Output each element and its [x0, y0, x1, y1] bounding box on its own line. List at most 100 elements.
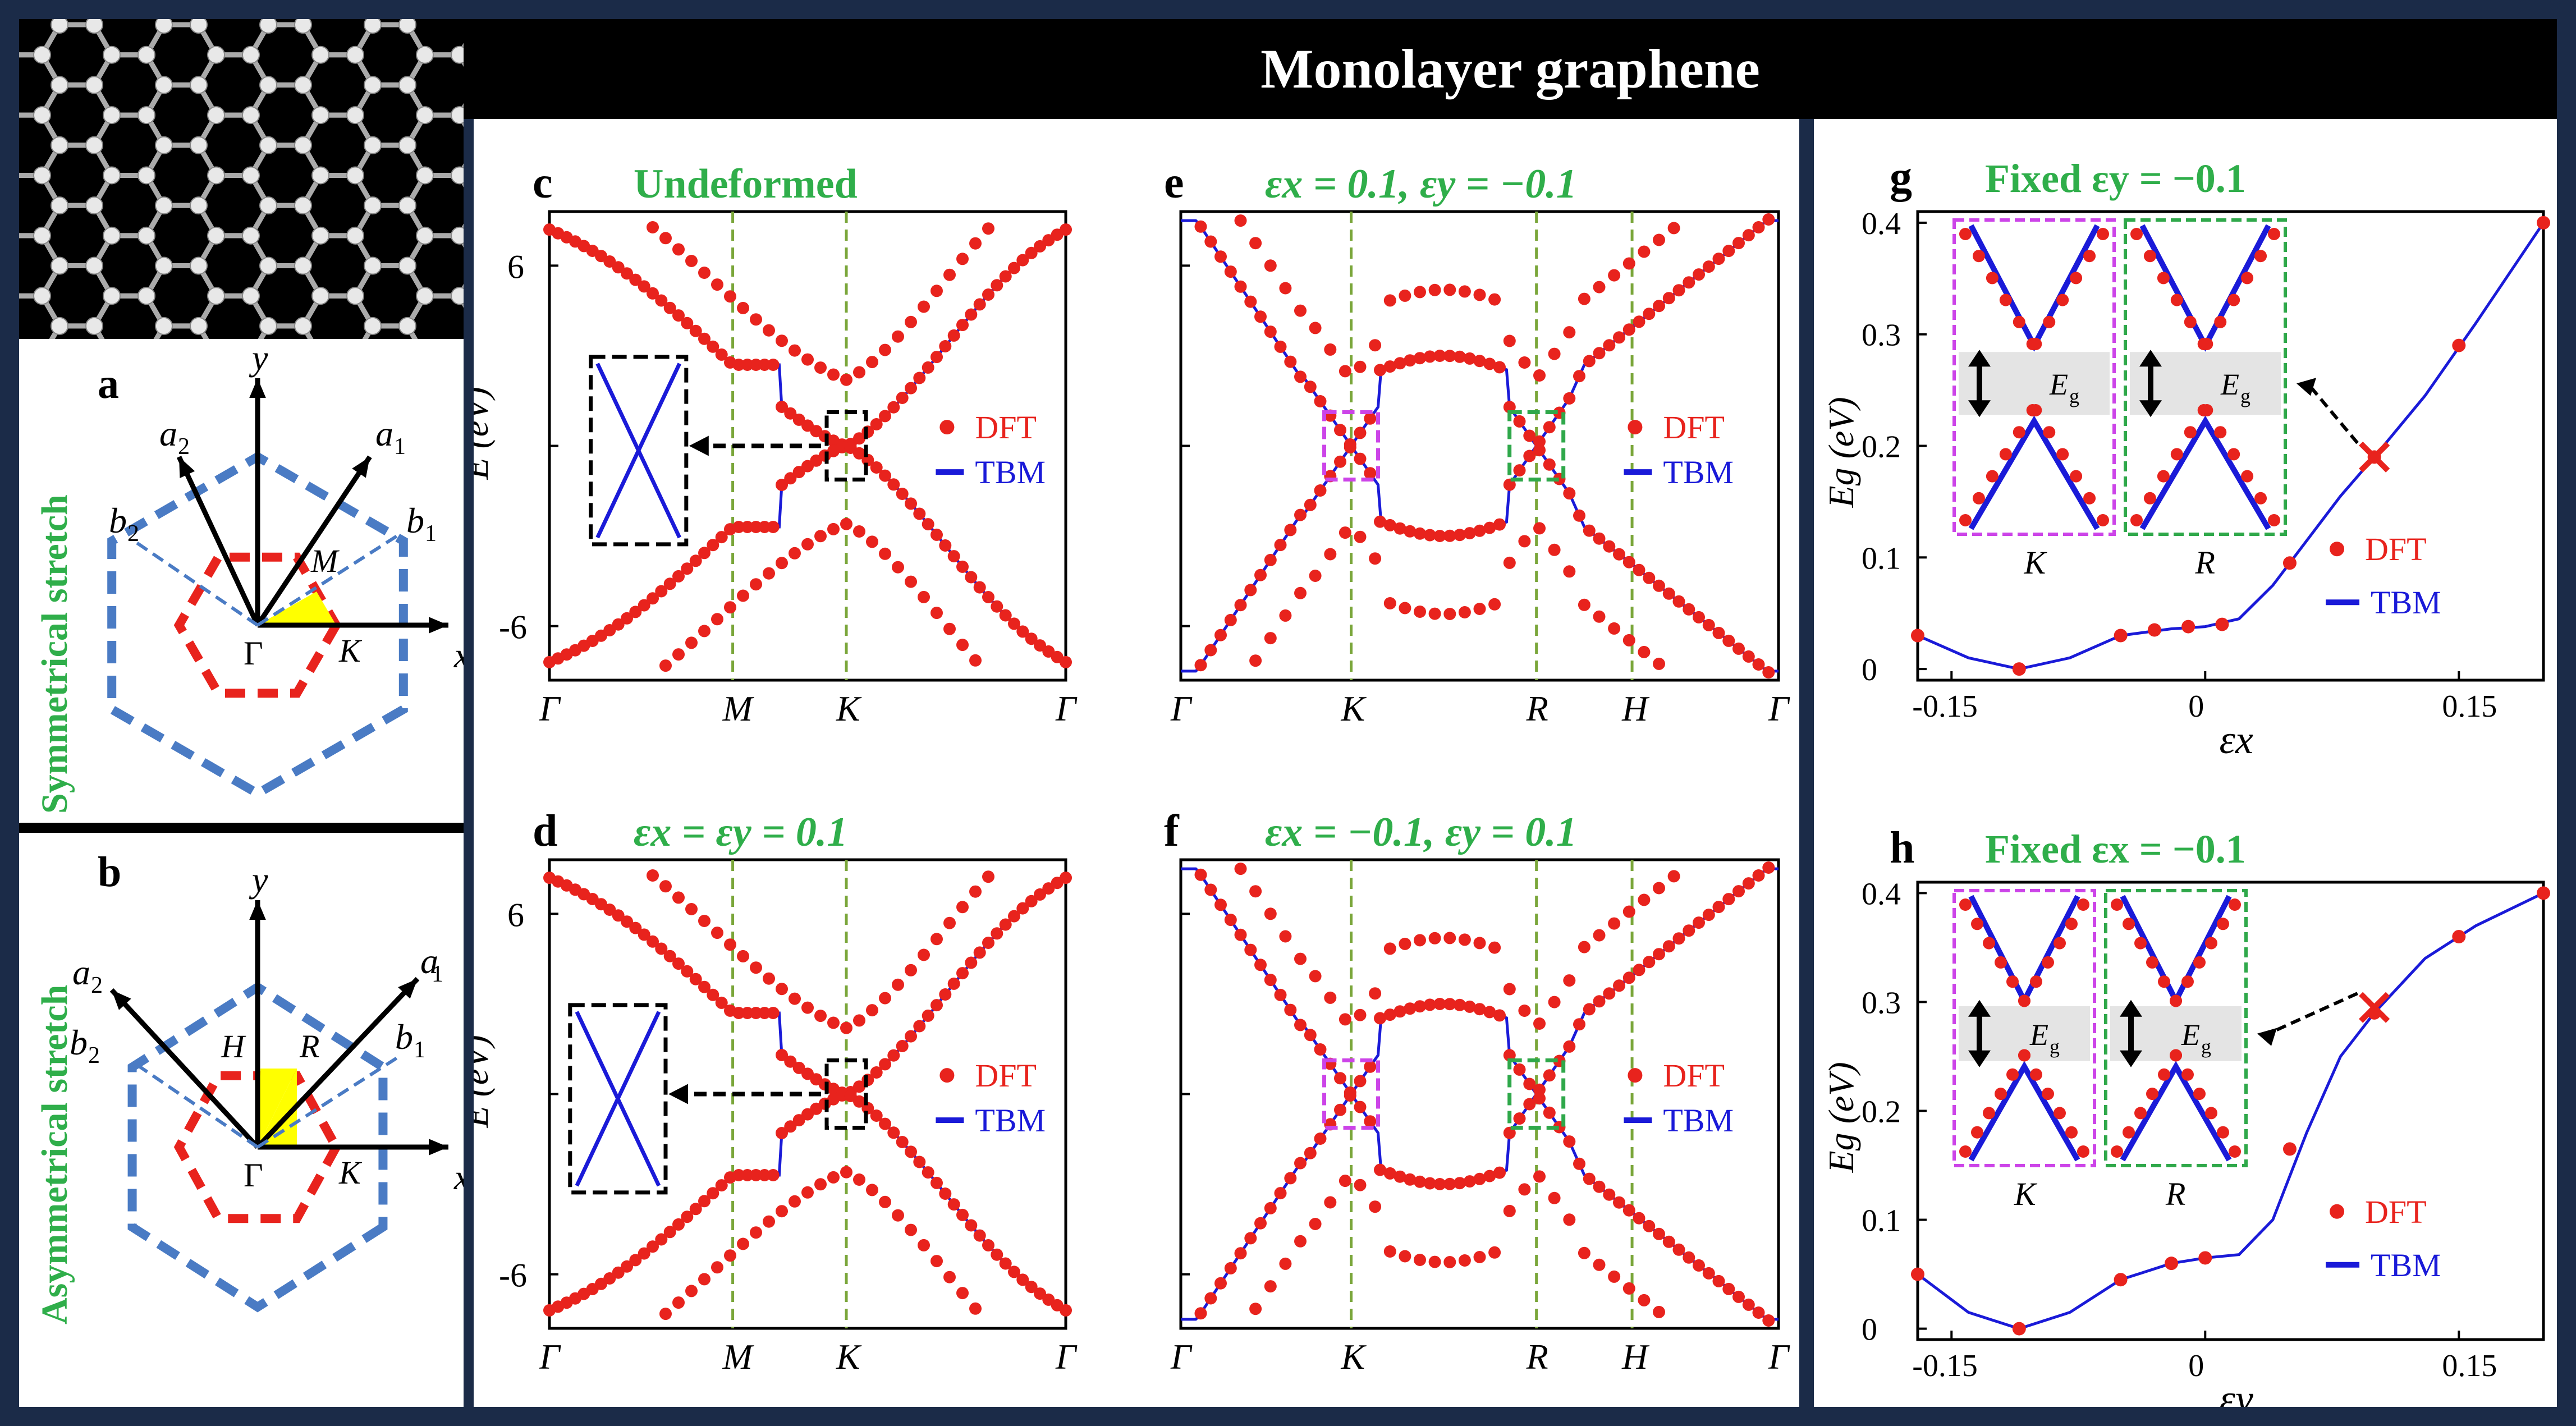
dft-point [698, 267, 711, 279]
carbon-atom [33, 287, 51, 305]
outer-bz [127, 982, 388, 1313]
y-tick-label: 0.2 [1862, 430, 1901, 465]
dft-point [1473, 1172, 1486, 1185]
dft-point [715, 531, 728, 544]
dft-point [724, 290, 736, 303]
dft-point [663, 1226, 676, 1239]
inset-k-label: R [2195, 544, 2215, 581]
dft-point [1374, 1012, 1386, 1025]
dft-point [1264, 974, 1277, 987]
carbon-atom [155, 19, 173, 34]
dft-point [685, 636, 698, 649]
dft-point [905, 1030, 917, 1043]
dft-point [681, 965, 694, 978]
dft-point [879, 547, 891, 560]
dft-point [1603, 1188, 1616, 1201]
inset-dft [2134, 1107, 2147, 1120]
asymmetric-stretch-label: Asymmetrical stretch [34, 984, 75, 1324]
inset-dft [2170, 1049, 2182, 1062]
dft-point [879, 992, 891, 1005]
dft-point [1672, 932, 1685, 945]
inset-dft [1971, 918, 1983, 930]
dft-point [758, 521, 771, 533]
inset-dft [2065, 918, 2078, 930]
panel-label: h [1890, 823, 1915, 873]
dft-point [931, 933, 943, 946]
carbon-atom [207, 287, 225, 305]
dft-point [1279, 609, 1292, 622]
dft-point [1369, 339, 1382, 352]
dft-point [1443, 350, 1456, 363]
dft-point [1458, 606, 1471, 618]
dft-point [1473, 1003, 1486, 1016]
panel-title: εx = 0.1, εy = −0.1 [1265, 161, 1577, 207]
dft-point [750, 313, 762, 326]
r-label: R [299, 1028, 319, 1065]
carbon-atom [416, 226, 434, 245]
dft-point [1339, 1013, 1351, 1026]
inset-dft [2268, 228, 2280, 240]
dft-point [1204, 235, 1217, 248]
dft-point [1548, 996, 1561, 1008]
carbon-atom [416, 45, 434, 64]
inset-dft [2241, 470, 2254, 483]
dft-point [698, 547, 711, 560]
dft-point [1025, 895, 1038, 907]
dft-point [1204, 1292, 1217, 1305]
dft-point [1503, 1126, 1516, 1139]
dft-point [707, 1187, 719, 1200]
dft-point [663, 950, 676, 962]
dft-point [1613, 331, 1625, 344]
x-tick-label: 0 [2188, 1349, 2204, 1383]
carbon-atom [207, 226, 225, 245]
dft-point [659, 659, 672, 672]
dft-point [931, 285, 943, 297]
dft-point [1672, 595, 1685, 608]
dft-point [969, 237, 982, 250]
dft-point [1483, 521, 1496, 534]
dft-point [1279, 1257, 1292, 1270]
dft-point [1608, 622, 1621, 635]
k-point-label: H [1621, 689, 1650, 728]
x-axis-head [428, 1139, 448, 1156]
dft-point [647, 221, 659, 233]
dft-point [973, 1229, 986, 1242]
a2-label: a [72, 952, 90, 992]
dft-point [1284, 1172, 1297, 1185]
inset-dft [2083, 250, 2096, 263]
dft-point [621, 1260, 633, 1273]
dft-point [1016, 254, 1029, 267]
dft-point [1443, 932, 1456, 944]
dft-point [1383, 597, 1396, 609]
dft-point [2012, 662, 2026, 676]
a2-vector-head [179, 457, 195, 478]
dft-point [647, 869, 659, 882]
legend-tbm-label: TBM [2371, 584, 2441, 621]
dft-point [1433, 998, 1446, 1010]
irreducible-wedge [258, 1069, 297, 1147]
dft-point [969, 1302, 982, 1315]
inset-dft [1971, 1126, 1983, 1139]
dft-point [1399, 937, 1411, 950]
dft-point [732, 1169, 745, 1181]
dft-point [1742, 650, 1755, 663]
dft-point [1008, 617, 1020, 630]
carbon-atom [346, 45, 364, 64]
dft-point [1383, 360, 1396, 373]
inset-dft [2030, 1068, 2042, 1081]
dft-point [1294, 952, 1307, 965]
dft-point [1339, 365, 1351, 378]
inset-dft [2018, 994, 2030, 1007]
dft-point [905, 497, 917, 510]
inset-dft [1999, 448, 2012, 461]
dft-point [724, 938, 736, 951]
dft-point [647, 1240, 659, 1253]
dft-point [1493, 1009, 1506, 1022]
dft-point [1488, 598, 1501, 611]
dft-point [681, 1211, 694, 1223]
y-axis-head [249, 900, 266, 920]
inset-dft [2146, 956, 2158, 969]
m-label: M [310, 543, 340, 579]
carbon-atom [137, 287, 155, 305]
dft-point [870, 418, 883, 430]
